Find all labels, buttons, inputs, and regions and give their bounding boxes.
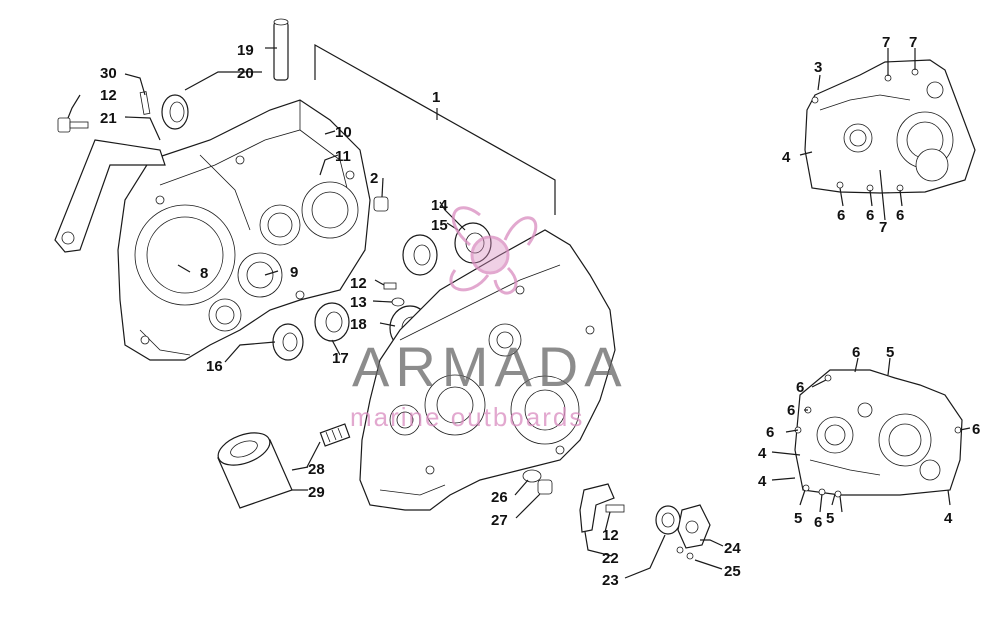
left-crankcase-half <box>117 99 371 361</box>
callout-5: 5 <box>886 344 894 361</box>
callout-14: 14 <box>431 197 448 214</box>
callout-15: 15 <box>431 217 448 234</box>
callout-1: 1 <box>432 89 440 106</box>
callout-30: 30 <box>100 65 117 82</box>
armada-watermark: ARMADA marine outboards <box>350 206 628 432</box>
callout-20: 20 <box>237 65 254 82</box>
mounting-bracket <box>54 139 166 253</box>
callout-8: 8 <box>200 265 208 282</box>
callout-12: 12 <box>100 87 117 104</box>
callout-6: 6 <box>837 207 845 224</box>
watermark-tagline: marine outboards <box>350 402 584 432</box>
callout-19: 19 <box>237 42 254 59</box>
callout-25: 25 <box>724 563 741 580</box>
callout-24: 24 <box>724 540 741 557</box>
crankcase-view-bottom-right <box>794 369 963 498</box>
callout-6: 6 <box>796 379 804 396</box>
callout-12: 12 <box>602 527 619 544</box>
bolt-top-left <box>57 117 89 133</box>
callout-4: 4 <box>944 510 953 527</box>
screw-and-washer-center <box>383 282 405 307</box>
crankcase-view-top-right <box>804 59 976 194</box>
callout-21: 21 <box>100 110 117 127</box>
callout-28: 28 <box>308 461 325 478</box>
callout-7: 7 <box>879 219 887 236</box>
callout-13: 13 <box>350 294 367 311</box>
callout-4: 4 <box>758 445 767 462</box>
callout-4: 4 <box>782 149 791 166</box>
oil-filter <box>217 432 293 509</box>
callout-18: 18 <box>350 316 367 333</box>
callout-7: 7 <box>909 34 917 51</box>
callout-6: 6 <box>814 514 822 531</box>
callout-26: 26 <box>491 489 508 506</box>
callout-labels: 1 2 3 4 4 4 4 5 5 5 6 6 6 6 6 6 6 6 6 7 … <box>100 34 980 589</box>
callout-6: 6 <box>852 344 860 361</box>
drain-plug <box>522 469 553 495</box>
cover-plate-assembly <box>655 504 711 560</box>
right-crankcase-half <box>359 229 616 511</box>
callout-22: 22 <box>602 550 619 567</box>
callout-5: 5 <box>826 510 834 527</box>
callout-6: 6 <box>787 402 795 419</box>
callout-6: 6 <box>896 207 904 224</box>
callout-6: 6 <box>766 424 774 441</box>
stud <box>139 91 151 115</box>
callout-11: 11 <box>335 148 351 165</box>
callout-23: 23 <box>602 572 619 589</box>
callout-7: 7 <box>882 34 890 51</box>
callout-10: 10 <box>335 124 352 141</box>
leader-lines <box>67 43 971 579</box>
callout-27: 27 <box>491 512 508 529</box>
oil-seal <box>161 94 189 130</box>
callout-16: 16 <box>206 358 223 375</box>
oil-filter-fitting <box>319 423 351 447</box>
callout-4: 4 <box>758 473 767 490</box>
watermark-logo <box>449 206 538 295</box>
callout-17: 17 <box>332 350 349 367</box>
callout-2: 2 <box>370 170 378 187</box>
callout-3: 3 <box>814 59 822 76</box>
callout-6: 6 <box>972 421 980 438</box>
callout-12: 12 <box>350 275 367 292</box>
watermark-brand: ARMADA <box>352 335 628 398</box>
callout-9: 9 <box>290 264 298 281</box>
callout-6: 6 <box>866 207 874 224</box>
dowel-right <box>373 196 389 212</box>
dowel-pin <box>273 18 289 81</box>
sensor-bracket <box>579 483 625 533</box>
callout-29: 29 <box>308 484 325 501</box>
callout-5: 5 <box>794 510 802 527</box>
